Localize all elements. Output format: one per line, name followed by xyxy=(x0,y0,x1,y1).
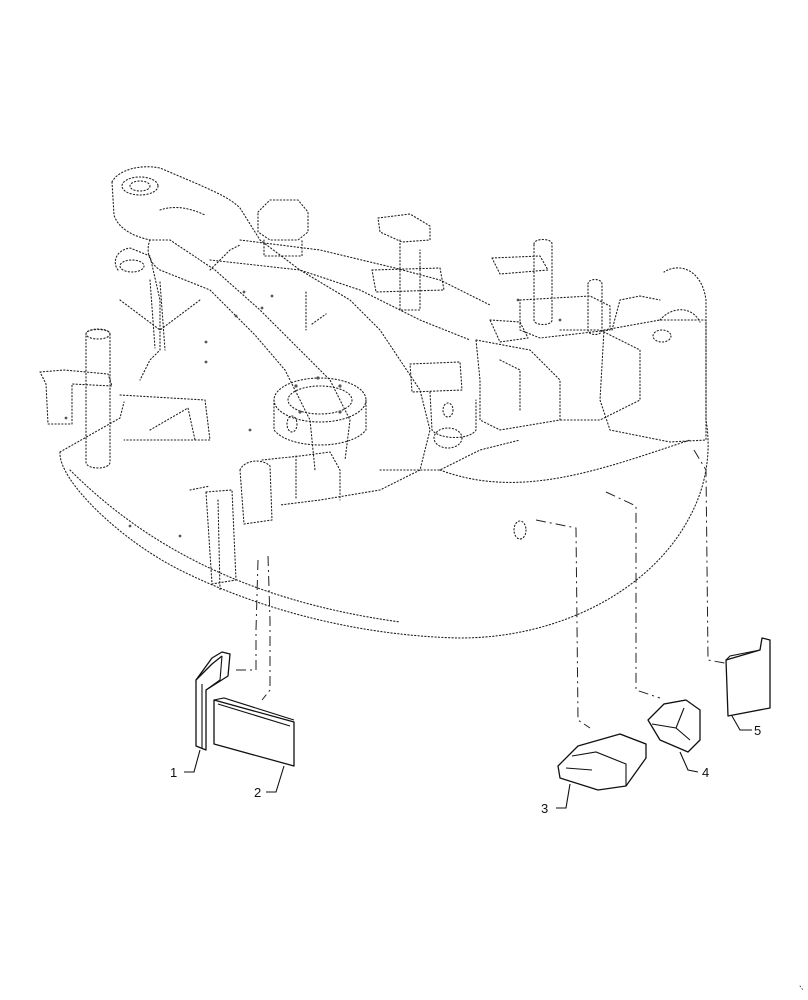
leader-lines xyxy=(232,449,731,729)
boom-arm-outline xyxy=(111,166,431,506)
callout-leaders xyxy=(184,715,752,809)
part-5 xyxy=(725,637,771,717)
right-housing-outline xyxy=(599,319,707,443)
callout-3-label: 3 xyxy=(541,801,548,816)
right-bracket-outline xyxy=(377,213,431,243)
corner-mark xyxy=(799,985,804,991)
part-4 xyxy=(647,699,701,753)
callout-4-label: 4 xyxy=(702,765,709,780)
part-3 xyxy=(557,733,647,791)
base-plate-outline xyxy=(59,267,709,639)
base-plate-upper-edge xyxy=(59,401,125,453)
callout-2-label: 2 xyxy=(254,785,261,800)
chassis-frame-outline xyxy=(39,166,709,639)
hex-cap-outline xyxy=(257,199,309,241)
callout-1-label: 1 xyxy=(170,765,177,780)
left-column-outline xyxy=(85,328,111,469)
part-1 xyxy=(195,651,231,751)
part-2 xyxy=(213,697,295,767)
callout-5-label: 5 xyxy=(754,723,761,738)
